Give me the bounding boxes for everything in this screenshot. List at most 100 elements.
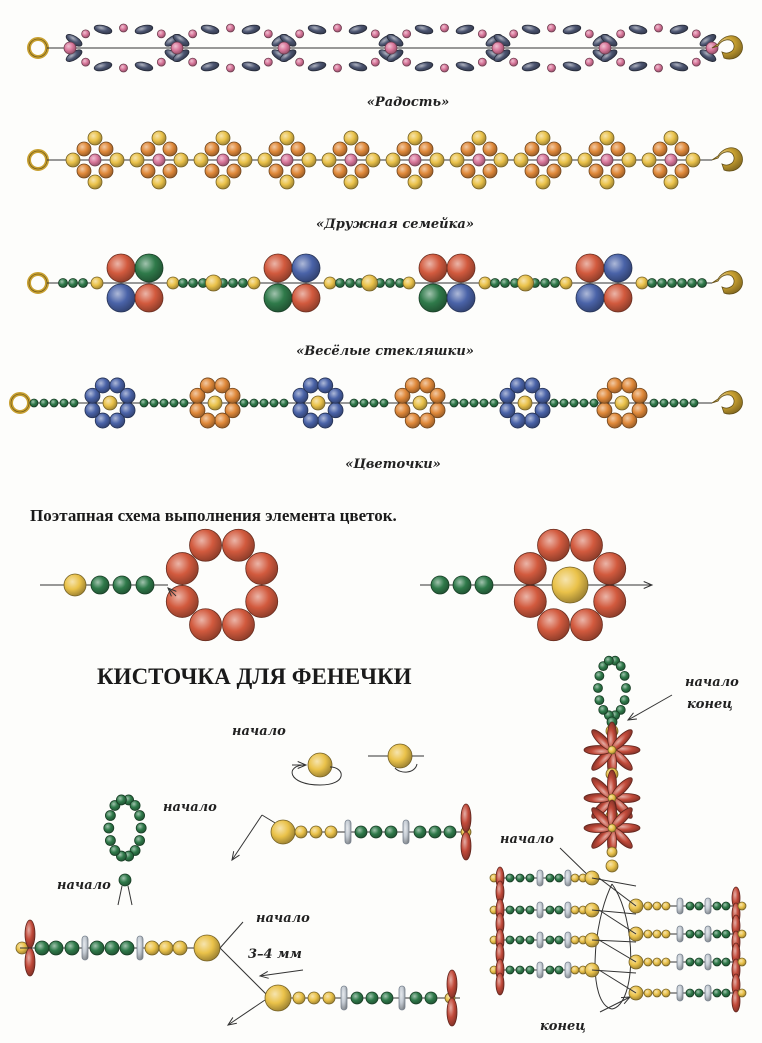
flower-bead xyxy=(524,377,541,394)
bead xyxy=(350,991,364,1005)
petal-bead xyxy=(446,997,458,1027)
green-seed-bead xyxy=(479,398,489,408)
bead xyxy=(474,575,494,595)
green-seed-bead xyxy=(500,278,510,288)
label-spacing: 3–4 мм xyxy=(248,947,302,962)
bead xyxy=(570,935,580,945)
flower-bead xyxy=(394,402,411,419)
label-start: начало xyxy=(163,800,217,815)
bead xyxy=(292,991,306,1005)
label-start: начало xyxy=(57,878,111,893)
dark-rice-bead xyxy=(562,24,582,35)
green-seed-bead xyxy=(559,398,569,408)
clasp-ring-outline xyxy=(10,393,30,413)
green-loop-bead xyxy=(594,695,605,706)
bead xyxy=(64,940,80,956)
bead xyxy=(505,905,515,915)
bead xyxy=(661,929,671,939)
diamond-bead xyxy=(344,153,358,167)
bead xyxy=(737,957,747,967)
petal-bead xyxy=(495,972,505,996)
pink-bead xyxy=(333,63,342,73)
spacer-bead xyxy=(536,869,544,887)
arrow-head-icon xyxy=(231,851,240,862)
caption-veselye-steklyashki: «Весёлые стекляшки» xyxy=(296,344,474,359)
diamond-bead xyxy=(418,141,434,157)
pink-bead xyxy=(263,57,273,67)
pink-bead xyxy=(584,29,594,39)
bead xyxy=(309,825,323,839)
petal-bead xyxy=(460,831,472,861)
flower-bead xyxy=(499,402,516,419)
diamond-bead xyxy=(471,130,487,146)
flower-ring-bead xyxy=(513,585,547,618)
bead xyxy=(89,940,105,956)
dark-rice-bead xyxy=(455,24,475,35)
bead xyxy=(384,825,398,839)
pink-junction-bead xyxy=(170,41,184,55)
thread-line xyxy=(219,921,244,949)
dark-rice-bead xyxy=(628,24,648,35)
flower-bead xyxy=(189,387,206,404)
pink-bead xyxy=(509,57,519,67)
arrow-head-icon xyxy=(167,587,177,597)
diamond-bead xyxy=(652,141,668,157)
flower-bead xyxy=(394,387,411,404)
pink-bead xyxy=(440,63,449,73)
diamond-bead xyxy=(87,174,103,190)
spacer-bead xyxy=(704,984,712,1002)
green-seed-bead xyxy=(667,278,677,288)
flower-bead xyxy=(84,402,101,419)
flower-ring-bead xyxy=(222,528,255,562)
green-seed-bead xyxy=(179,398,189,408)
pink-bead xyxy=(333,23,342,33)
bead xyxy=(570,873,580,883)
flower-bead xyxy=(224,387,241,404)
clasp-ring-outline xyxy=(28,150,48,170)
diamond-bead xyxy=(493,152,509,168)
flower-ring-bead xyxy=(570,608,603,642)
green-seed-bead xyxy=(279,398,289,408)
diamond-bead xyxy=(418,163,434,179)
diamond-bead xyxy=(535,130,551,146)
diamond-bead xyxy=(546,141,562,157)
bead xyxy=(307,991,321,1005)
green-seed-bead xyxy=(178,278,188,288)
bead xyxy=(515,965,525,975)
tassel-title: КИСТОЧКА ДЛЯ ФЕНЕЧКИ xyxy=(97,664,412,689)
caption-radost: «Радость» xyxy=(366,95,450,110)
diamond-bead xyxy=(674,141,690,157)
bead xyxy=(545,935,555,945)
green-seed-bead xyxy=(29,398,39,408)
green-seed-bead xyxy=(689,398,699,408)
glass-bead xyxy=(418,283,448,313)
pink-junction-bead xyxy=(63,41,77,55)
flower-bead xyxy=(534,387,551,404)
petal-bead xyxy=(24,947,36,977)
green-loop-bead xyxy=(615,661,626,672)
diamond-bead xyxy=(524,163,540,179)
pink-bead xyxy=(616,29,626,39)
dark-rice-bead xyxy=(241,61,261,72)
diamond-bead xyxy=(215,174,231,190)
glass-bead xyxy=(446,283,476,313)
clasp-ring-outline xyxy=(28,38,48,58)
green-seed-bead xyxy=(490,278,500,288)
green-seed-bead xyxy=(459,398,469,408)
bead xyxy=(158,940,174,956)
pink-bead xyxy=(188,29,198,39)
flower-center-bead xyxy=(517,395,533,411)
bead xyxy=(694,988,704,998)
diamond-bead xyxy=(557,152,573,168)
flower-ring-bead xyxy=(245,552,279,585)
dark-rice-bead xyxy=(134,61,154,72)
dark-rice-bead xyxy=(628,61,648,72)
green-seed-bead xyxy=(647,278,657,288)
bead xyxy=(172,940,188,956)
thread-line xyxy=(117,885,123,906)
flower-bead xyxy=(302,377,319,394)
diamond-bead xyxy=(641,152,657,168)
bead xyxy=(661,901,671,911)
bead xyxy=(515,905,525,915)
glass-bead xyxy=(263,253,293,283)
